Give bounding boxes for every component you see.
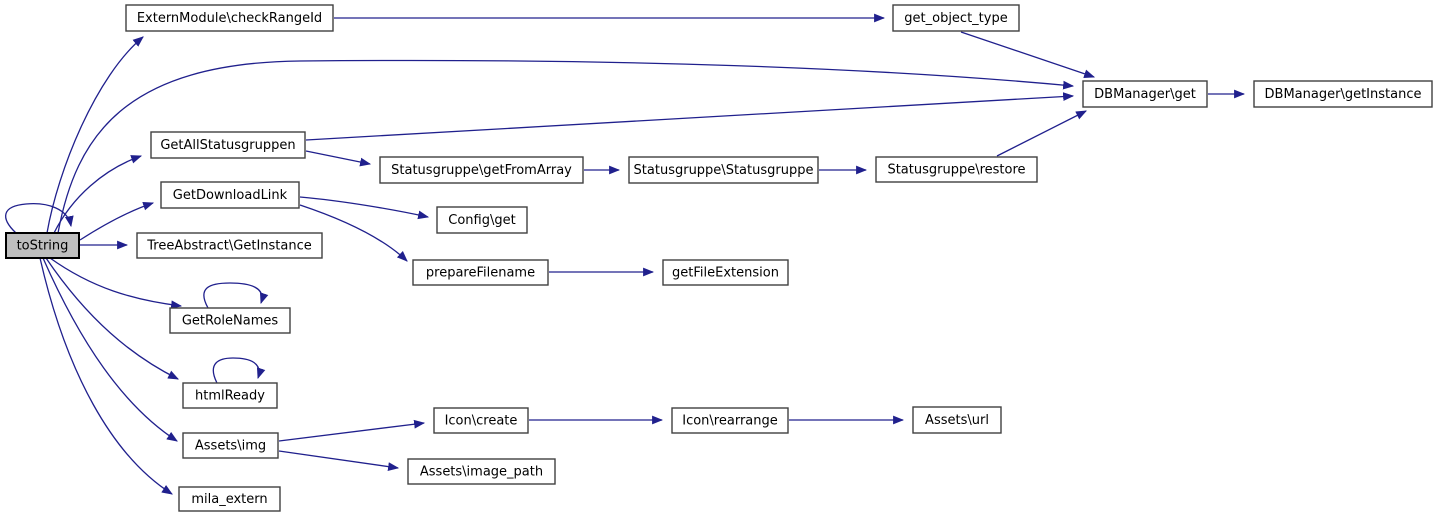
node-dbmanager-getinstance[interactable]: DBManager\getInstance xyxy=(1253,80,1433,108)
edge-statusgruppe-restore-to-dbmanager-get xyxy=(996,110,1087,157)
node-preparefilename[interactable]: prepareFilename xyxy=(412,259,549,286)
node-tostring-label: toString xyxy=(17,239,69,254)
node-assets-img[interactable]: Assets\img xyxy=(182,432,279,459)
node-getdownloadlink[interactable]: GetDownloadLink xyxy=(160,181,300,209)
edge-htmlready-self xyxy=(212,357,266,384)
edge-tostring-to-htmlready xyxy=(45,257,179,380)
edge-getrolenames-self xyxy=(203,282,269,309)
node-getrolenames-label: GetRoleNames xyxy=(182,314,279,329)
edge-tostring-to-getallstatusgruppen xyxy=(53,155,143,234)
node-externmodule-checkrangeid[interactable]: ExternModule\checkRangeId xyxy=(125,4,334,32)
node-dbmanager-get-label: DBManager\get xyxy=(1094,87,1196,102)
edge-getdownloadlink-to-preparefilename xyxy=(299,204,408,262)
edge-getallstatusgruppen-to-statusgruppe-getfromarray xyxy=(305,150,372,167)
node-assets-url[interactable]: Assets\url xyxy=(912,406,1002,434)
edge-assets-img-to-assets-image-path xyxy=(278,450,400,471)
node-getrolenames[interactable]: GetRoleNames xyxy=(169,307,291,334)
node-dbmanager-get[interactable]: DBManager\get xyxy=(1082,80,1208,108)
node-assets-img-label: Assets\img xyxy=(195,439,266,454)
node-config-get[interactable]: Config\get xyxy=(436,206,528,234)
node-get-object-type-label: get_object_type xyxy=(904,11,1007,26)
node-getallstatusgruppen[interactable]: GetAllStatusgruppen xyxy=(150,131,306,159)
node-mila-extern[interactable]: mila_extern xyxy=(178,486,281,512)
node-statusgruppe-restore-label: Statusgruppe\restore xyxy=(887,163,1025,178)
edge-tostring-to-mila-extern xyxy=(39,257,173,495)
node-htmlready[interactable]: htmlReady xyxy=(182,382,278,409)
node-mila-extern-label: mila_extern xyxy=(191,492,267,507)
edge-tostring-to-assets-img xyxy=(42,257,178,442)
node-icon-create[interactable]: Icon\create xyxy=(433,407,529,434)
edge-get-object-type-to-dbmanager-get xyxy=(960,31,1096,78)
node-statusgruppe-restore[interactable]: Statusgruppe\restore xyxy=(875,156,1038,183)
node-statusgruppe-getfromarray[interactable]: Statusgruppe\getFromArray xyxy=(379,156,584,184)
node-assets-image-path[interactable]: Assets\image_path xyxy=(407,458,556,485)
edges-layer xyxy=(5,13,1246,495)
edge-getallstatusgruppen-to-dbmanager-get xyxy=(305,92,1075,141)
nodes-layer: toString ExternModule\checkRangeId get_o… xyxy=(5,4,1433,512)
node-tostring[interactable]: toString xyxy=(5,232,80,259)
edge-tostring-to-getdownloadlink xyxy=(79,201,155,241)
node-assets-url-label: Assets\url xyxy=(925,413,989,428)
node-htmlready-label: htmlReady xyxy=(195,389,265,404)
node-treeabstract-getinstance[interactable]: TreeAbstract\GetInstance xyxy=(136,232,323,259)
node-externmodule-checkrangeid-label: ExternModule\checkRangeId xyxy=(137,11,322,26)
node-icon-rearrange-label: Icon\rearrange xyxy=(682,414,778,429)
node-statusgruppe-statusgruppe-label: Statusgruppe\Statusgruppe xyxy=(634,163,814,178)
node-dbmanager-getinstance-label: DBManager\getInstance xyxy=(1265,87,1422,102)
node-getfileextension-label: getFileExtension xyxy=(672,266,779,281)
node-getfileextension[interactable]: getFileExtension xyxy=(662,259,789,286)
node-getallstatusgruppen-label: GetAllStatusgruppen xyxy=(160,138,295,153)
node-assets-image-path-label: Assets\image_path xyxy=(420,465,543,480)
edge-getdownloadlink-to-config-get xyxy=(299,196,430,220)
edge-tostring-self xyxy=(5,203,74,234)
edge-tostring-to-dbmanager-get xyxy=(57,59,1075,234)
node-preparefilename-label: prepareFilename xyxy=(426,266,535,281)
node-statusgruppe-statusgruppe[interactable]: Statusgruppe\Statusgruppe xyxy=(628,156,819,184)
node-get-object-type[interactable]: get_object_type xyxy=(892,4,1020,32)
node-icon-rearrange[interactable]: Icon\rearrange xyxy=(671,407,789,434)
node-treeabstract-getinstance-label: TreeAbstract\GetInstance xyxy=(146,239,312,254)
edge-tostring-to-getrolenames xyxy=(49,257,183,310)
node-icon-create-label: Icon\create xyxy=(445,414,518,429)
edge-assets-img-to-icon-create xyxy=(278,419,426,442)
edge-tostring-to-externmodule-checkrangeid xyxy=(46,36,144,234)
node-getdownloadlink-label: GetDownloadLink xyxy=(173,188,288,203)
node-config-get-label: Config\get xyxy=(448,213,515,228)
node-statusgruppe-getfromarray-label: Statusgruppe\getFromArray xyxy=(391,163,572,178)
